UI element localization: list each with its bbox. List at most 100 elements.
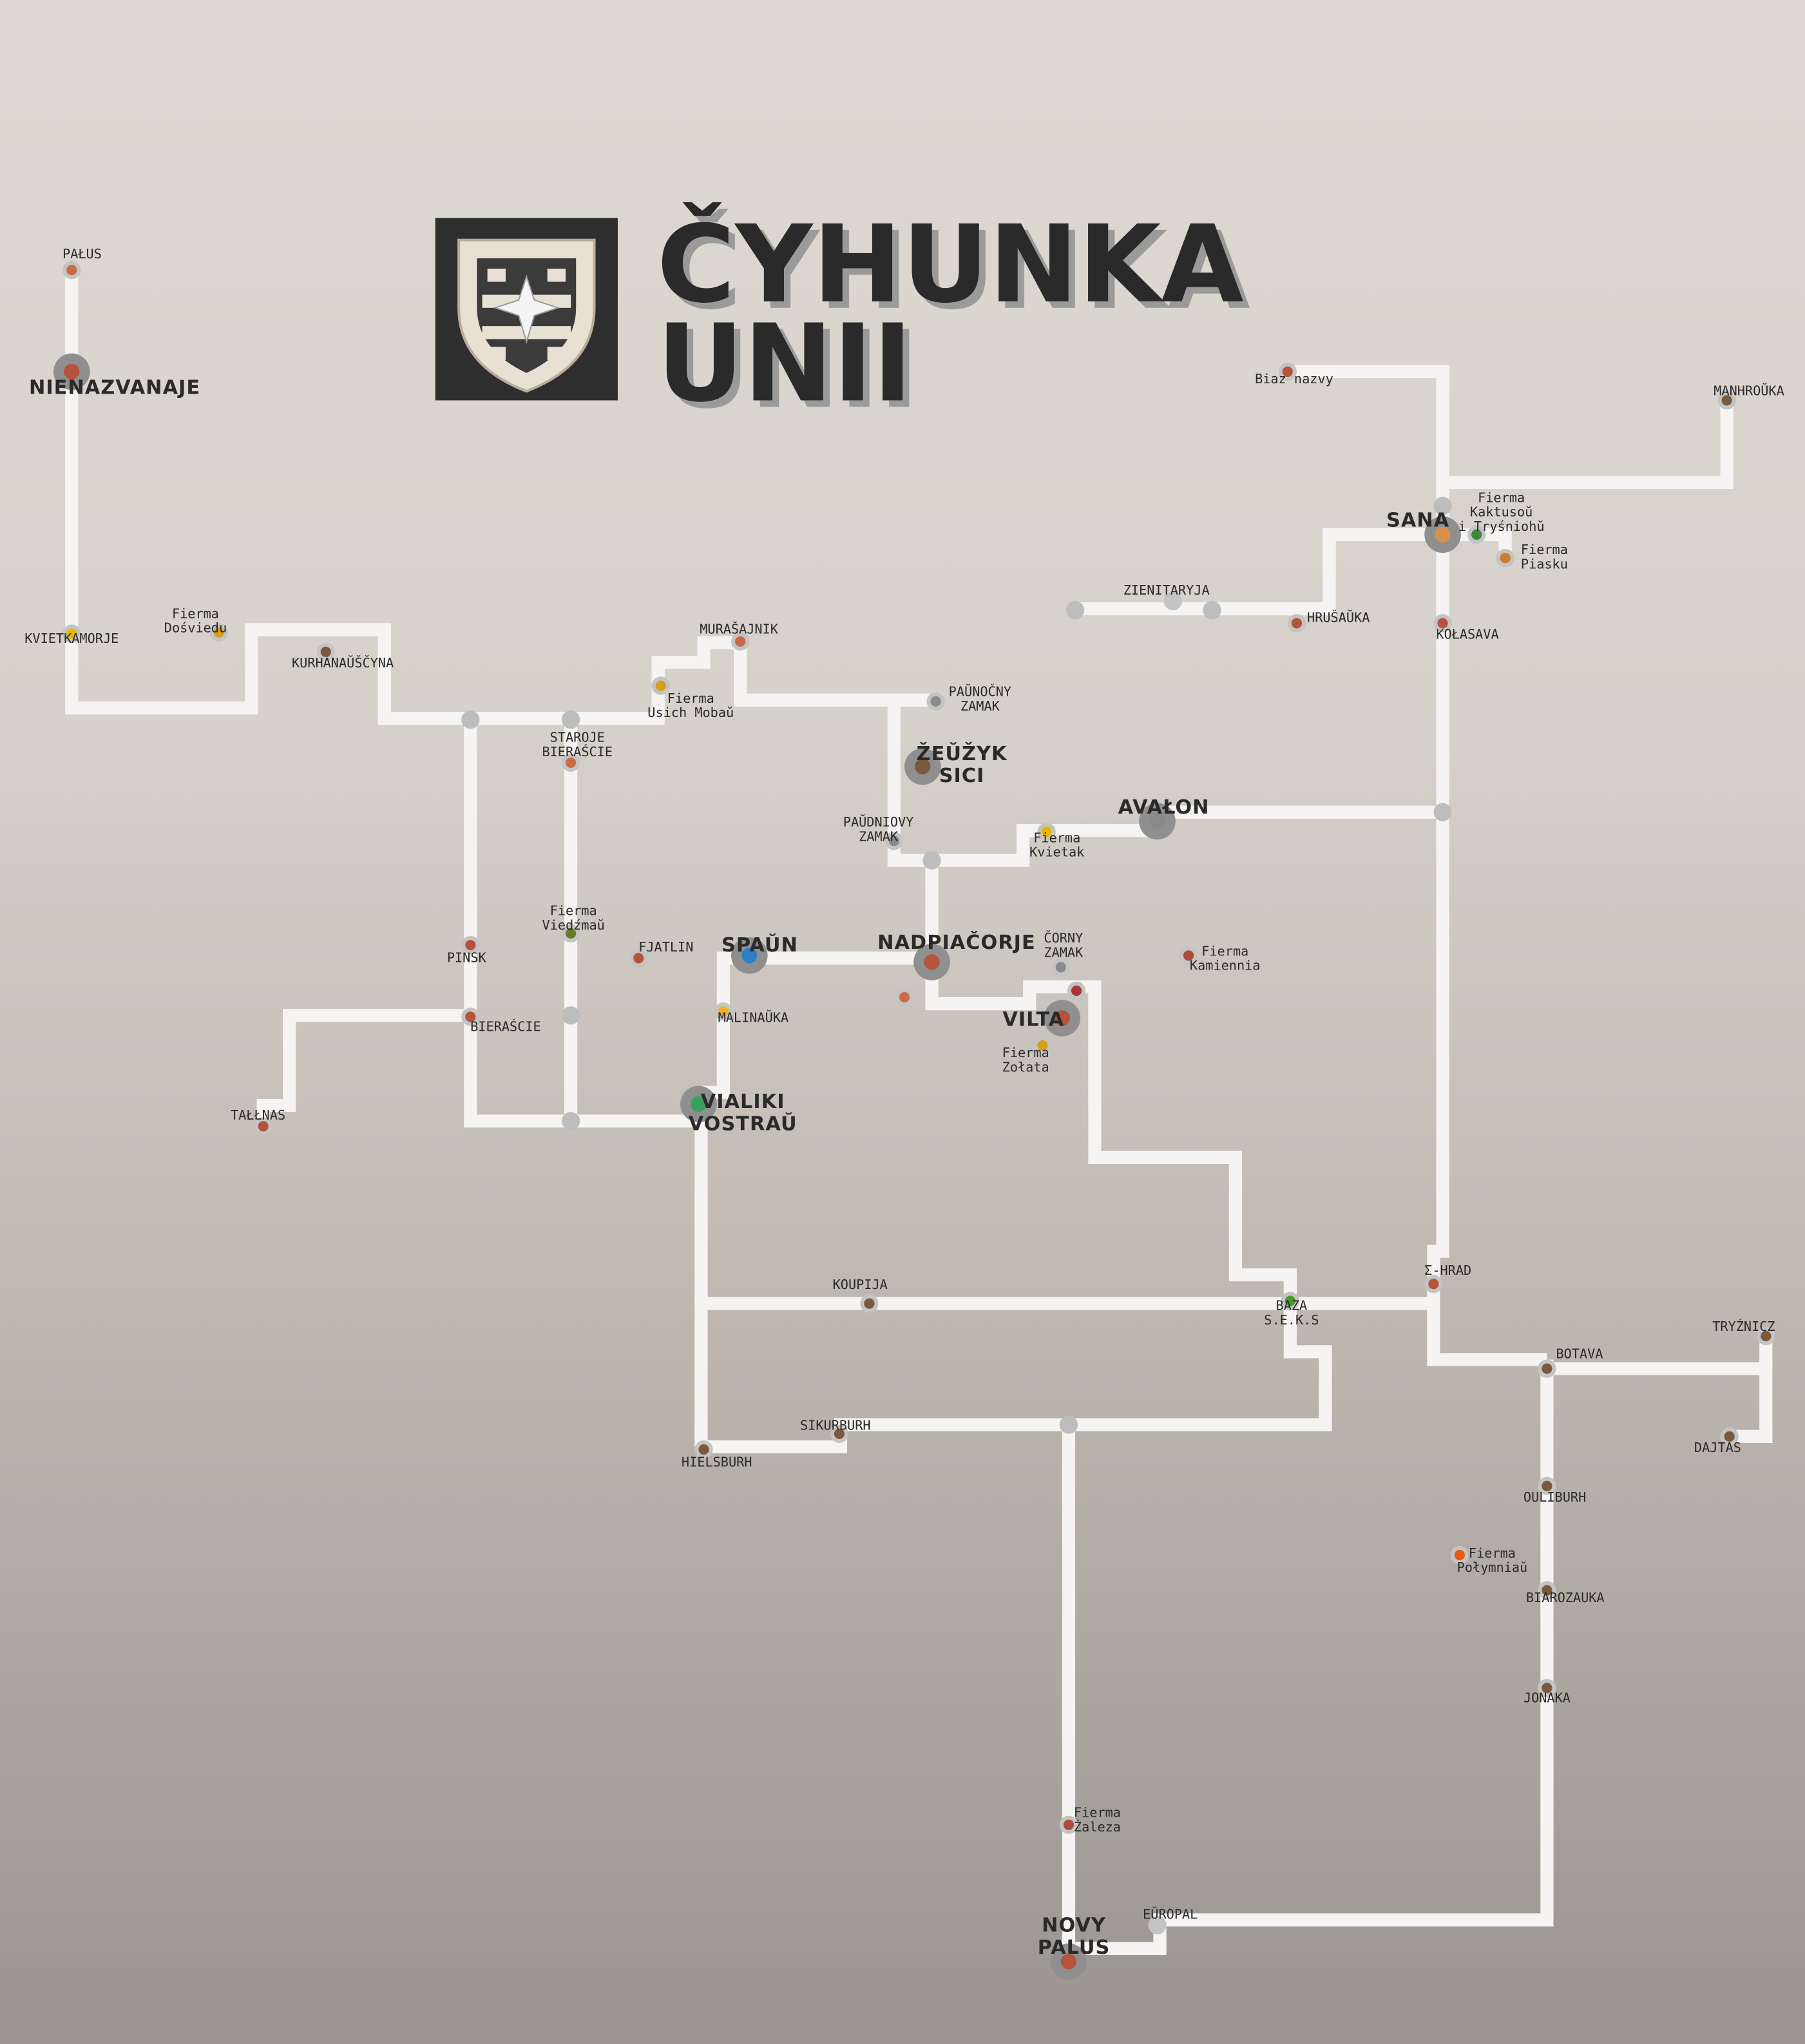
junction-node[interactable]	[1059, 1415, 1078, 1434]
title-line-1: ČYHUNKA	[657, 202, 1244, 327]
station[interactable]: MURAŠAJNIK	[700, 622, 779, 651]
station[interactable]: EŬROPAL	[1143, 1906, 1198, 1934]
track-segment	[701, 951, 750, 1099]
station-label: BIERAŚCIE	[470, 1019, 541, 1035]
station[interactable]: MALINAŬKA	[714, 1002, 788, 1026]
station[interactable]	[895, 988, 914, 1007]
station-label: Fierma	[550, 903, 597, 919]
station[interactable]: SANA	[1386, 510, 1461, 553]
station[interactable]: HRUŠAŬKA	[1287, 609, 1370, 633]
station[interactable]: SPAŬN	[721, 933, 798, 974]
sunflower-icon	[1041, 826, 1052, 837]
station[interactable]: Biaz nazvy	[1255, 362, 1333, 387]
station-label: MANHROŬKA	[1714, 383, 1784, 398]
junction-node[interactable]	[561, 1112, 580, 1131]
station-label: MURAŠAJNIK	[700, 622, 779, 637]
junction-node[interactable]	[561, 1006, 580, 1025]
station-label: AVAŁON	[1118, 796, 1210, 819]
station-node[interactable]	[1148, 1916, 1167, 1934]
station[interactable]: DAJTAS	[1694, 1427, 1741, 1455]
station[interactable]: FJATLIN	[629, 939, 693, 968]
track-segment	[256, 1009, 471, 1124]
station-label: ČORNY	[1044, 930, 1083, 946]
station[interactable]: OULIBURH	[1523, 1476, 1586, 1505]
station[interactable]: BIERAŚCIE	[461, 1008, 541, 1035]
junction-node[interactable]	[1065, 601, 1085, 620]
station[interactable]: BIAROZAUKA	[1526, 1581, 1605, 1605]
junction-node[interactable]	[561, 710, 580, 729]
track-segment	[1287, 365, 1547, 1366]
station-label: BIERAŚCIE	[542, 744, 613, 759]
station[interactable]: TAŁŁNAS	[231, 1107, 285, 1136]
station-label: Połymniaŭ	[1457, 1560, 1528, 1575]
cactus-icon	[1471, 529, 1482, 540]
junction-node[interactable]	[1433, 497, 1452, 515]
station-label: VILTA	[1002, 1009, 1064, 1031]
junction-node[interactable]	[461, 710, 480, 729]
station-label: Fierma	[1033, 830, 1080, 845]
houses-icon	[633, 953, 644, 964]
house-icon	[566, 757, 577, 768]
factory-icon	[1183, 950, 1194, 961]
track-segment	[703, 860, 1332, 1454]
junction-node[interactable]	[1433, 803, 1452, 821]
station[interactable]: HIELSBURH	[682, 1440, 752, 1469]
medal-icon	[655, 680, 666, 691]
houses-icon	[465, 1011, 476, 1022]
station-label: KURHANAŬŠČYNA	[292, 655, 394, 671]
houses-icon	[1291, 618, 1303, 629]
station[interactable]: SIKURBURH	[800, 1418, 871, 1443]
station[interactable]: BOTAVA	[1538, 1346, 1603, 1378]
station-label: NIENAZVANAJE	[29, 376, 200, 399]
station-label: STAROJE	[550, 730, 605, 745]
station[interactable]: JONAKA	[1523, 1679, 1571, 1706]
station[interactable]: Σ-HRAD	[1424, 1263, 1471, 1294]
junction-node[interactable]	[1203, 601, 1221, 620]
station-label: Viedźmaŭ	[542, 917, 604, 933]
station[interactable]: MANHROŬKA	[1714, 383, 1784, 410]
station[interactable]: NADPIAČORJE	[877, 930, 1036, 980]
station-label: Kamiennia	[1190, 958, 1261, 973]
station[interactable]: PAŁUS	[62, 246, 102, 280]
junction-node[interactable]	[922, 851, 941, 870]
medal-icon	[213, 627, 224, 638]
station-node[interactable]	[1163, 591, 1182, 611]
station-label: S.E.K.S	[1264, 1312, 1319, 1328]
station-label: Fierma	[1002, 1045, 1049, 1060]
station[interactable]: PINSK	[447, 935, 487, 965]
station[interactable]: ZIENITARYJA	[1123, 582, 1210, 611]
station[interactable]: KOUPIJA	[833, 1277, 888, 1313]
station-label: Fierma	[1521, 542, 1568, 557]
station[interactable]: TRYŹNICZ	[1712, 1319, 1775, 1346]
station-label: i Tryśniohŭ	[1458, 519, 1545, 534]
station[interactable]: NIENAZVANAJE	[29, 353, 200, 399]
station[interactable]: VILTA	[1002, 1000, 1081, 1036]
track-segment	[1442, 400, 1733, 490]
station-label: TRYŹNICZ	[1712, 1319, 1775, 1334]
station[interactable]: KOŁASAVA	[1433, 614, 1499, 642]
station[interactable]: AVAŁON	[1118, 796, 1210, 840]
station[interactable]: KURHANAŬŠČYNA	[292, 642, 394, 671]
station[interactable]: KVIETKAMORJE	[24, 624, 119, 646]
station[interactable]	[1067, 981, 1086, 1000]
station-label: ZAMAK	[859, 828, 899, 844]
